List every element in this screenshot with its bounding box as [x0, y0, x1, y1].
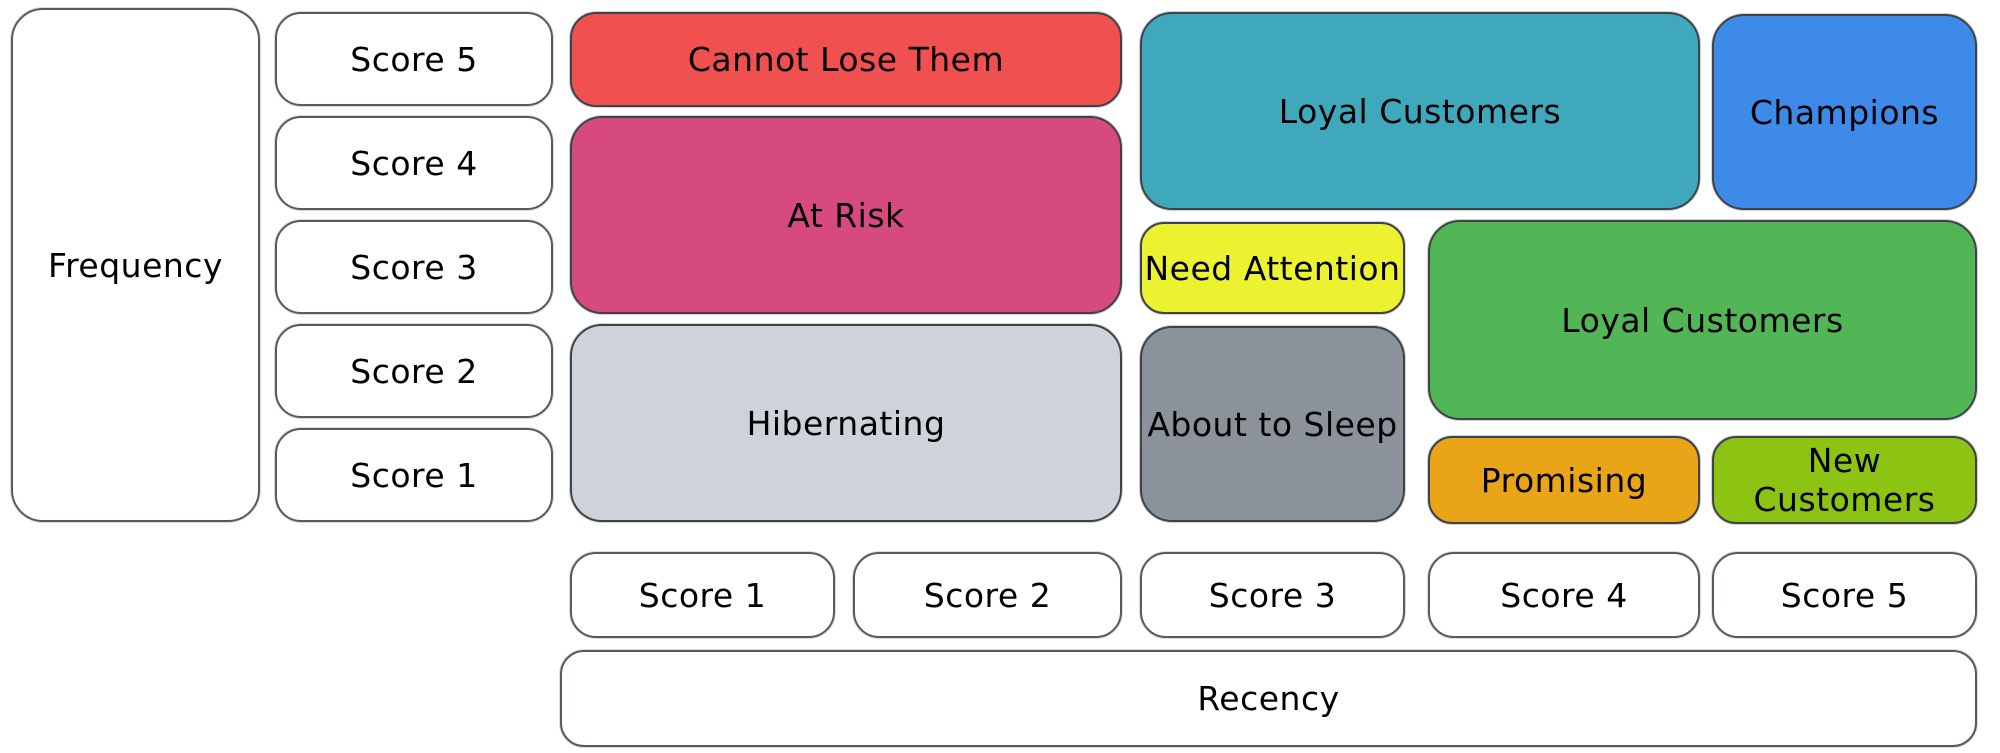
recency-score-4-box: Score 4	[1428, 552, 1700, 638]
segment-new-customers: New Customers	[1712, 436, 1977, 524]
segment-cannot-lose-them-label: Cannot Lose Them	[687, 40, 1005, 79]
segment-hibernating-label: Hibernating	[746, 403, 946, 443]
segment-loyal-customers-top-label: Loyal Customers	[1278, 91, 1562, 131]
recency-score-3-label: Score 3	[1208, 575, 1337, 615]
recency-score-5-box: Score 5	[1712, 552, 1977, 638]
segment-at-risk: At Risk	[570, 116, 1122, 314]
recency-score-2-box: Score 2	[853, 552, 1122, 638]
recency-score-2-label: Score 2	[923, 575, 1052, 615]
frequency-score-5-box: Score 5	[275, 12, 553, 106]
segment-champions-label: Champions	[1749, 92, 1940, 132]
frequency-score-3-box: Score 3	[275, 220, 553, 314]
frequency-score-5-label: Score 5	[350, 39, 478, 79]
recency-axis-label: Recency	[1197, 679, 1340, 718]
frequency-axis-box: Frequency	[11, 8, 260, 522]
recency-score-1-label: Score 1	[638, 575, 767, 615]
frequency-score-1-box: Score 1	[275, 428, 553, 522]
segment-need-attention-label: Need Attention	[1144, 248, 1401, 288]
segment-about-to-sleep-label: About to Sleep	[1147, 404, 1398, 444]
segment-new-customers-label: New Customers	[1753, 441, 1936, 519]
segment-loyal-customers-mid-label: Loyal Customers	[1561, 300, 1844, 340]
recency-score-4-label: Score 4	[1500, 575, 1628, 615]
segment-champions: Champions	[1712, 14, 1977, 210]
segment-at-risk-label: At Risk	[787, 195, 905, 235]
frequency-score-1-label: Score 1	[350, 455, 478, 495]
segment-promising-label: Promising	[1480, 460, 1648, 500]
recency-score-1-box: Score 1	[570, 552, 835, 638]
segment-loyal-customers-top: Loyal Customers	[1140, 12, 1700, 210]
segment-loyal-customers-mid: Loyal Customers	[1428, 220, 1977, 420]
frequency-score-4-label: Score 4	[350, 143, 478, 183]
segment-promising: Promising	[1428, 436, 1700, 524]
recency-score-5-label: Score 5	[1780, 575, 1909, 615]
recency-score-3-box: Score 3	[1140, 552, 1405, 638]
segment-cannot-lose-them: Cannot Lose Them	[570, 12, 1122, 107]
segment-hibernating: Hibernating	[570, 324, 1122, 522]
frequency-axis-label: Frequency	[48, 245, 223, 285]
frequency-score-2-label: Score 2	[350, 351, 478, 391]
segment-about-to-sleep: About to Sleep	[1140, 326, 1405, 522]
recency-axis-box: Recency	[560, 650, 1977, 747]
frequency-score-3-label: Score 3	[350, 247, 478, 287]
frequency-score-2-box: Score 2	[275, 324, 553, 418]
segment-need-attention: Need Attention	[1140, 222, 1405, 314]
frequency-score-4-box: Score 4	[275, 116, 553, 210]
